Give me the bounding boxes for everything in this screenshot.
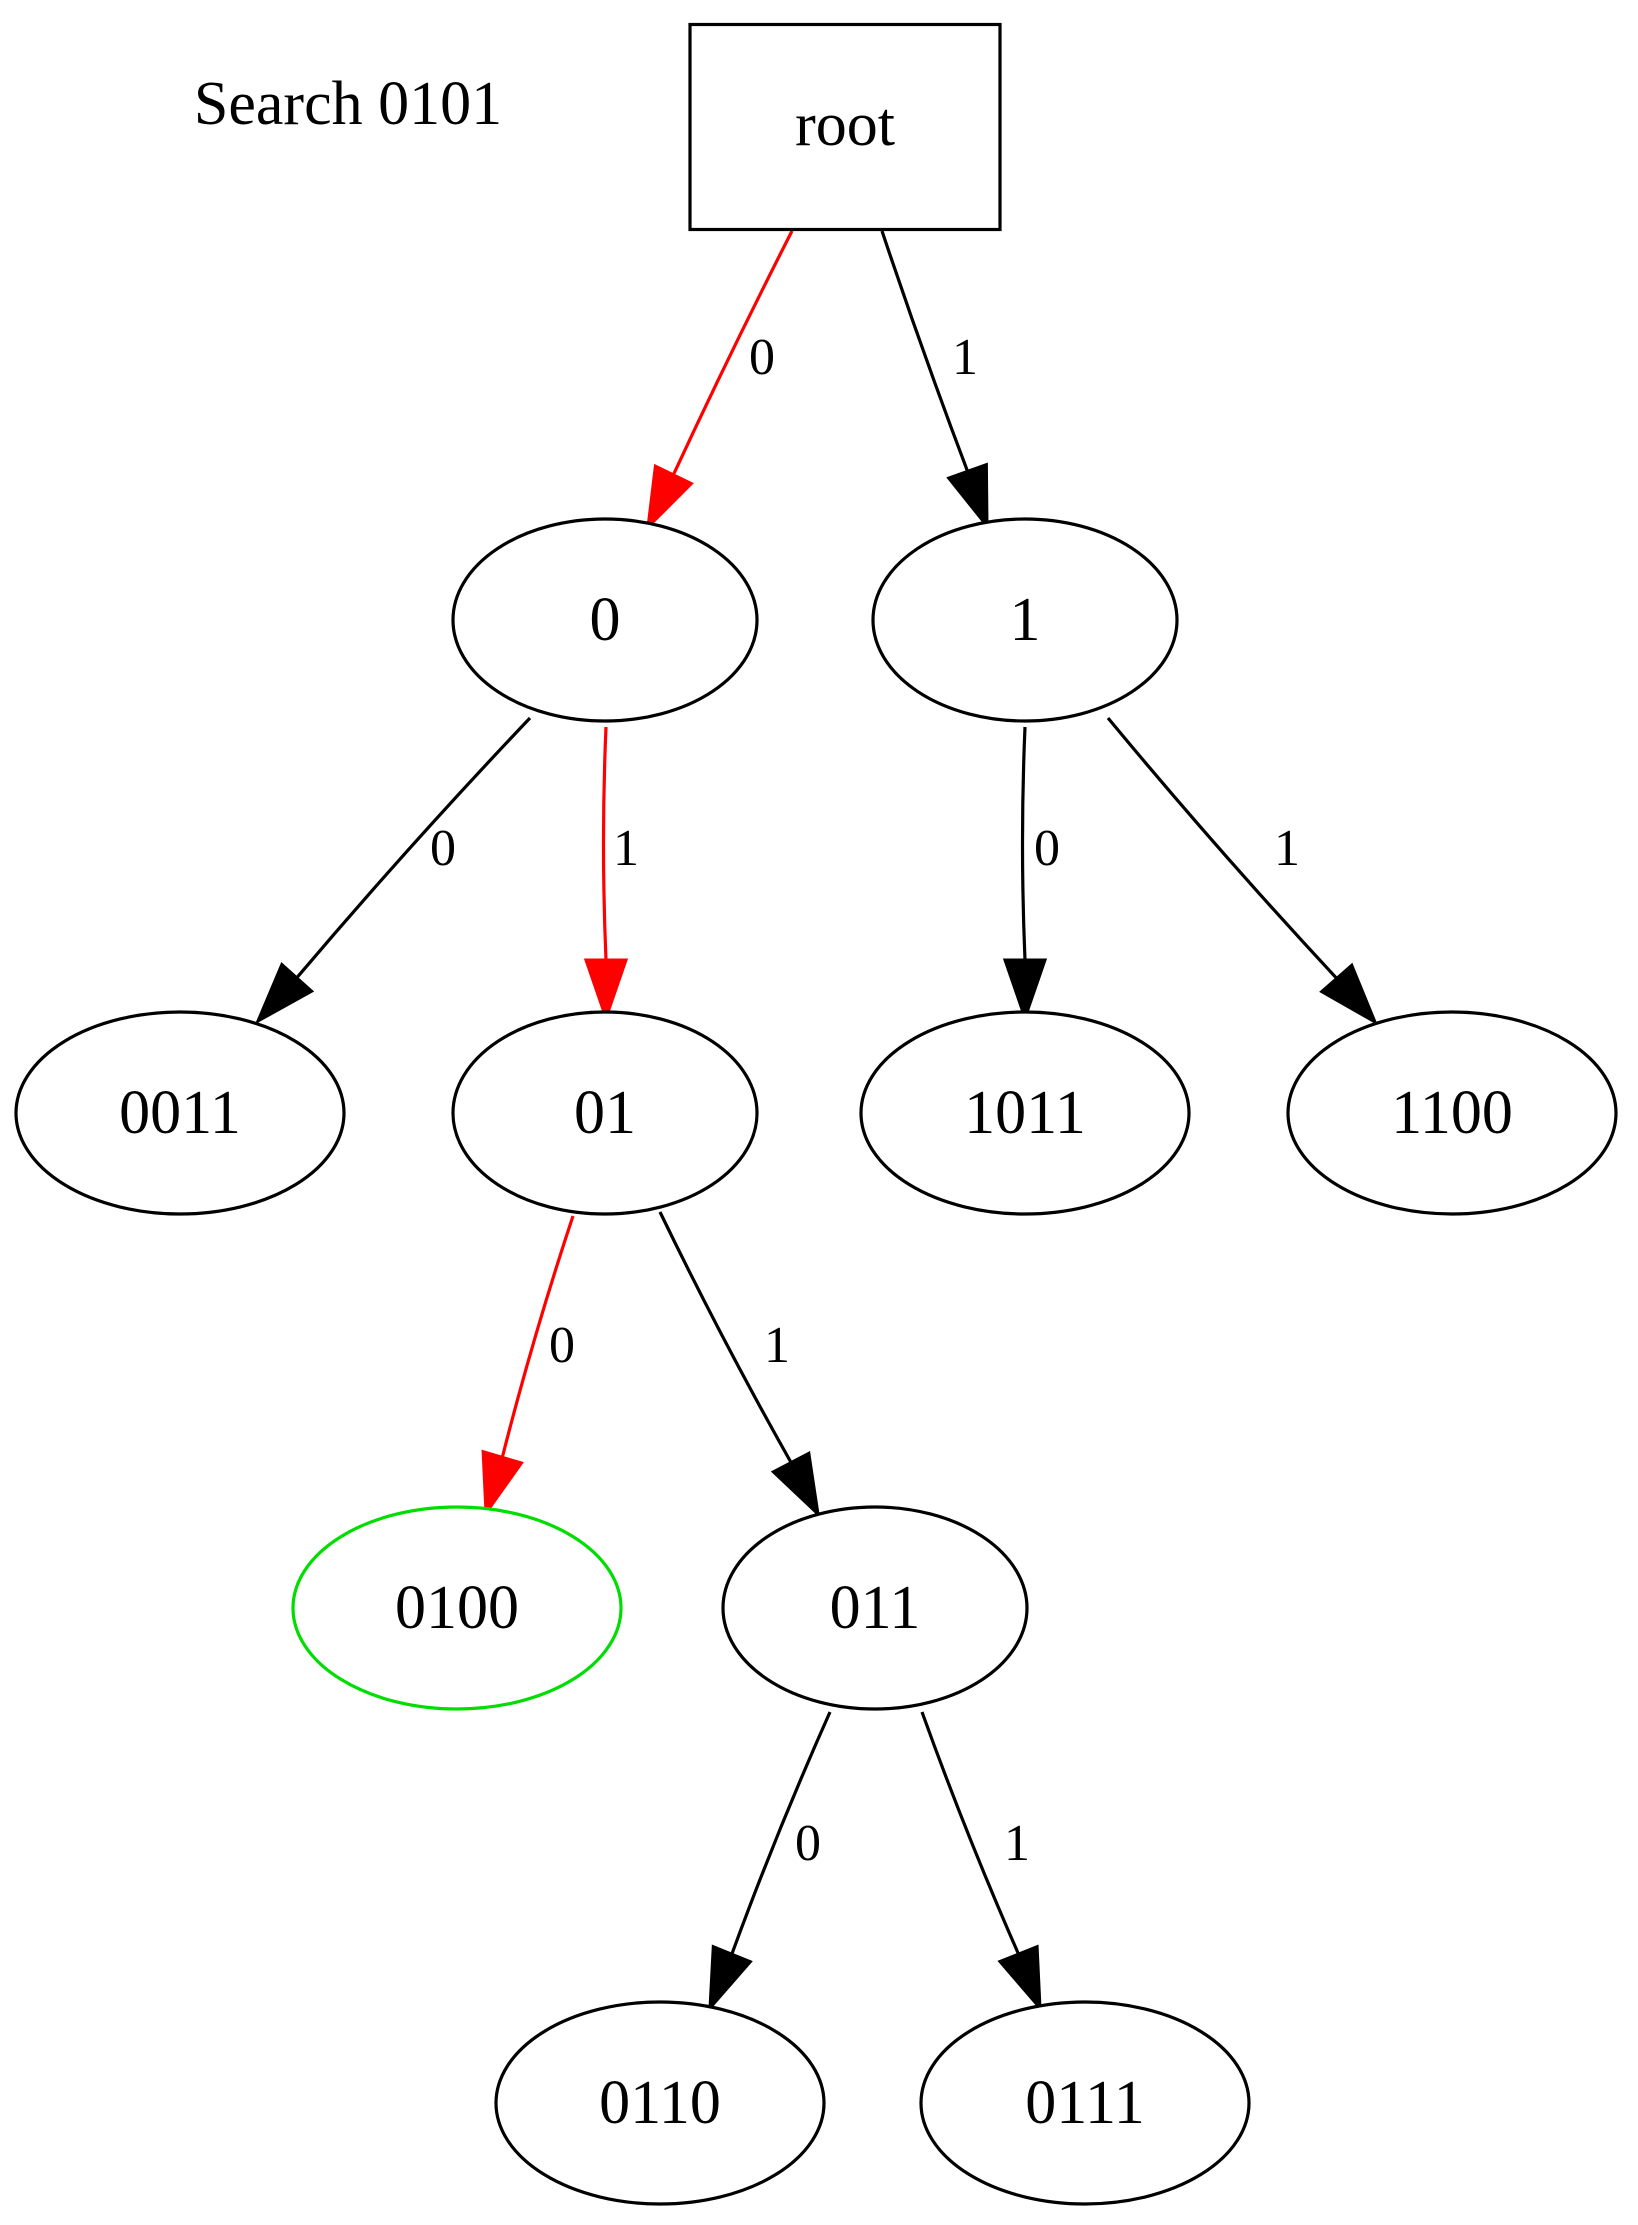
edge-arrowhead (645, 463, 694, 532)
node-label: 011 (830, 1574, 921, 1642)
edge-arrowhead (583, 958, 629, 1023)
edge-line (658, 1211, 793, 1464)
edge-n0-to-n01: 1 (583, 726, 639, 1023)
edge-line (500, 1215, 575, 1458)
edge-line (880, 230, 970, 472)
node-label: 1 (1010, 586, 1041, 654)
node-ellipse-shape (721, 1505, 1029, 1711)
edge-line (601, 726, 608, 961)
node-0011: 0011 (14, 1010, 346, 1216)
edge-arrowhead (254, 961, 315, 1025)
edge-label: 0 (549, 1317, 575, 1374)
edge-arrowhead (708, 1944, 753, 2013)
node-label: 0100 (395, 1574, 519, 1642)
node-label: 0110 (599, 2069, 721, 2137)
node-root: root (688, 22, 1002, 232)
edge-label: 1 (1004, 1815, 1030, 1872)
edge-arrowhead (997, 1944, 1042, 2013)
node-label: 1100 (1391, 1079, 1513, 1147)
edge-n0-to-n0011: 0 (254, 716, 532, 1025)
node-label: root (795, 91, 895, 159)
node-0110: 0110 (494, 2000, 826, 2206)
edge-label: 1 (764, 1317, 790, 1374)
edge-label: 0 (749, 329, 775, 386)
edge-arrowhead (481, 1449, 524, 1518)
edge-line (671, 230, 794, 476)
node-0100: 0100 (291, 1505, 623, 1711)
edge-root-to-n0: 0 (645, 230, 794, 532)
edge-label: 0 (1034, 820, 1060, 877)
edge-label: 0 (795, 1815, 821, 1872)
edge-label: 1 (952, 329, 978, 386)
node-ellipse-shape (919, 2000, 1251, 2206)
diagram-caption: Search 0101 (194, 70, 502, 138)
edge-arrowhead (1319, 962, 1379, 1026)
node-ellipse-shape (494, 2000, 826, 2206)
edge-arrowhead (946, 462, 989, 531)
node-ellipse-shape (14, 1010, 346, 1216)
node-011: 011 (721, 1505, 1029, 1711)
edge-line (1106, 716, 1338, 980)
node-1: 1 (871, 517, 1179, 723)
edge-line (730, 1711, 832, 1955)
edge-n011-to-n0111: 1 (920, 1711, 1042, 2013)
edge-n01-to-n0100: 0 (481, 1215, 575, 1518)
edge-label: 1 (613, 820, 639, 877)
node-label: 0 (590, 586, 621, 654)
edge-line (920, 1711, 1020, 1955)
node-1100: 1100 (1286, 1010, 1618, 1216)
node-label: 1011 (964, 1079, 1086, 1147)
node-ellipse-shape (859, 1010, 1191, 1216)
node-label: 01 (574, 1079, 636, 1147)
edge-n1-to-n1100: 1 (1106, 716, 1379, 1026)
node-0111: 0111 (919, 2000, 1251, 2206)
edge-arrowhead (770, 1451, 821, 1519)
edge-line (1020, 726, 1027, 961)
edge-n1-to-n1011: 0 (1002, 726, 1060, 1023)
edge-line (295, 716, 532, 979)
node-1011: 1011 (859, 1010, 1191, 1216)
node-0: 0 (451, 517, 759, 723)
edge-arrowhead (1002, 958, 1048, 1023)
node-ellipse-shape (291, 1505, 623, 1711)
node-01: 01 (451, 1010, 759, 1216)
node-label: 0011 (119, 1079, 241, 1147)
node-ellipse-shape (1286, 1010, 1618, 1216)
node-ellipse-shape (871, 517, 1179, 723)
edge-n011-to-n0110: 0 (708, 1711, 832, 2013)
node-ellipse-shape (451, 1010, 759, 1216)
edge-label: 0 (430, 820, 456, 877)
node-label: 0111 (1025, 2069, 1144, 2137)
edge-n01-to-n011: 1 (658, 1211, 821, 1519)
edge-root-to-n1: 1 (880, 230, 989, 531)
edge-label: 1 (1274, 820, 1300, 877)
node-box-shape (688, 22, 1002, 232)
node-ellipse-shape (451, 517, 759, 723)
